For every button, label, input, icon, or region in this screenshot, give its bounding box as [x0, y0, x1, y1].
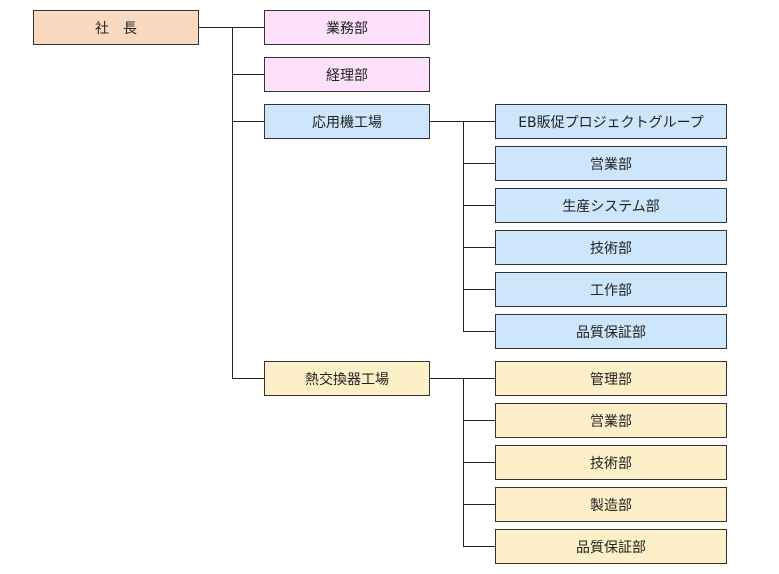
- dept-label: EB販促プロジェクトグループ: [518, 114, 704, 131]
- dept-label: 品質保証部: [576, 539, 646, 556]
- connector-heat-dept-4: [463, 504, 496, 505]
- connector-applied-dept-4: [463, 247, 496, 248]
- connector-heat-factory: [232, 378, 265, 379]
- dept-gyomu-box: 業務部: [264, 10, 430, 45]
- president-label: 社 長: [95, 20, 137, 37]
- dept-label: 管理部: [590, 371, 632, 388]
- dept-label: 製造部: [590, 497, 632, 514]
- connector-applied-dept-3: [463, 205, 496, 206]
- connector-heat-dept-3: [463, 462, 496, 463]
- connector-applied-dept-1: [463, 121, 496, 122]
- dept-label: 工作部: [590, 282, 632, 299]
- factory-label: 応用機工場: [312, 114, 382, 131]
- heat-factory-box: 熱交換器工場: [264, 361, 430, 396]
- dept-label: 業務部: [326, 20, 368, 37]
- dept-label: 生産システム部: [562, 198, 660, 215]
- connector-president: [198, 27, 233, 28]
- president-box: 社 長: [33, 10, 199, 45]
- connector-applied-factory: [232, 121, 265, 122]
- applied-dept-box: 営業部: [495, 146, 727, 181]
- dept-label: 品質保証部: [576, 324, 646, 341]
- connector-heat-dept-2: [463, 420, 496, 421]
- connector-heat-out: [429, 378, 464, 379]
- heat-dept-box: 技術部: [495, 445, 727, 480]
- heat-dept-box: 管理部: [495, 361, 727, 396]
- applied-dept-box: 工作部: [495, 272, 727, 307]
- connector-gyomu: [232, 27, 265, 28]
- applied-dept-box: EB販促プロジェクトグループ: [495, 104, 727, 139]
- dept-label: 営業部: [590, 413, 632, 430]
- applied-dept-box: 品質保証部: [495, 314, 727, 349]
- factory-label: 熱交換器工場: [305, 371, 389, 388]
- dept-label: 経理部: [326, 67, 368, 84]
- applied-dept-box: 技術部: [495, 230, 727, 265]
- dept-keiri-box: 経理部: [264, 57, 430, 92]
- connector-heat-dept-1: [463, 378, 496, 379]
- connector-applied-dept-2: [463, 163, 496, 164]
- heat-dept-box: 営業部: [495, 403, 727, 438]
- connector-keiri: [232, 74, 265, 75]
- dept-label: 技術部: [590, 240, 632, 257]
- applied-factory-box: 応用機工場: [264, 104, 430, 139]
- connector-applied-trunk: [463, 121, 464, 331]
- heat-dept-box: 品質保証部: [495, 529, 727, 564]
- connector-applied-dept-5: [463, 289, 496, 290]
- applied-dept-box: 生産システム部: [495, 188, 727, 223]
- dept-label: 営業部: [590, 156, 632, 173]
- connector-applied-out: [429, 121, 464, 122]
- dept-label: 技術部: [590, 455, 632, 472]
- connector-applied-dept-6: [463, 331, 496, 332]
- heat-dept-box: 製造部: [495, 487, 727, 522]
- connector-main-trunk: [232, 27, 233, 379]
- connector-heat-dept-5: [463, 546, 496, 547]
